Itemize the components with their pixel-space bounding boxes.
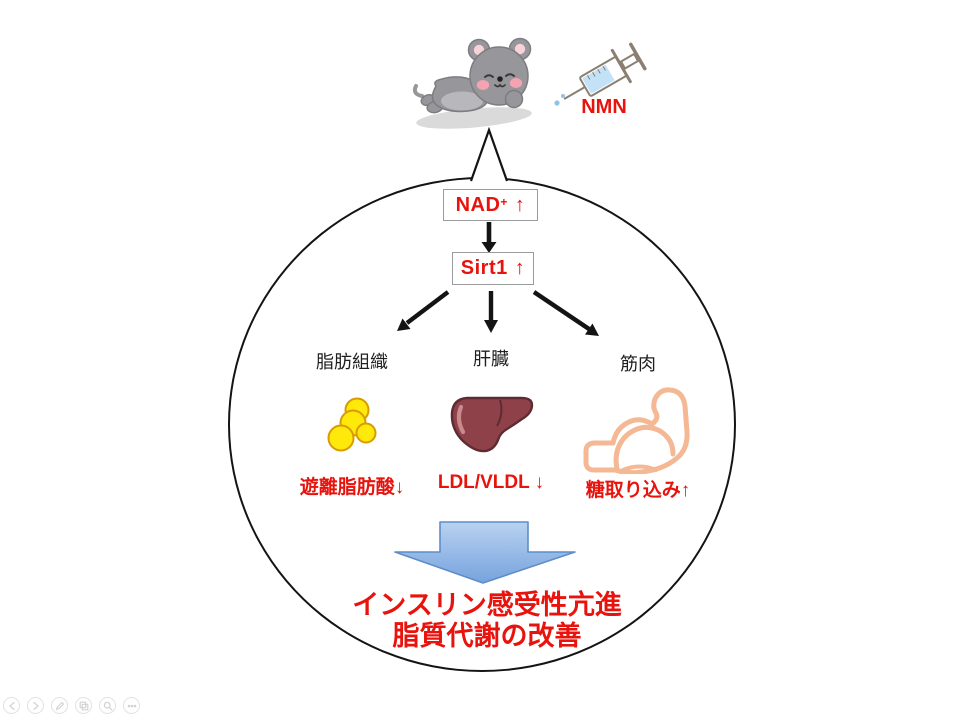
outcome-line1: インスリン感受性亢進 xyxy=(352,590,622,620)
syringe-icon xyxy=(554,42,647,106)
previous-icon xyxy=(8,701,15,710)
nmn-label: NMN xyxy=(581,96,627,118)
ellipsis-icon xyxy=(127,704,136,707)
branch-adipose: 脂肪組織 遊離脂肪酸↓ xyxy=(282,348,422,499)
more-options-button[interactable] xyxy=(123,697,140,714)
zoom-slide-button[interactable] xyxy=(99,697,116,714)
muscle-effect-label: 糖取り込み↑ xyxy=(585,480,691,501)
nad-label: NAD xyxy=(455,193,501,216)
nad-box: NAD+ ↑ xyxy=(443,189,538,221)
nad-up-arrow: ↑ xyxy=(514,193,526,216)
sirt1-up-arrow: ↑ xyxy=(514,257,526,279)
fat-cells-icon xyxy=(327,397,377,452)
nad-superscript: + xyxy=(500,195,508,209)
liver-icon xyxy=(450,396,534,453)
sleeping-mouse-icon xyxy=(412,37,532,129)
presenter-toolbar xyxy=(3,697,140,714)
liver-label: 肝臓 xyxy=(473,349,509,369)
liver-effect-label: LDL/VLDL ↓ xyxy=(437,472,545,493)
big-down-arrow xyxy=(394,521,576,584)
magnifier-icon xyxy=(103,701,113,711)
next-slide-button[interactable] xyxy=(27,697,44,714)
sirt1-box: Sirt1 ↑ xyxy=(452,252,534,285)
muscle-label: 筋肉 xyxy=(620,354,656,374)
branch-muscle: 筋肉 糖取り込み↑ xyxy=(568,350,708,502)
pen-tools-button[interactable] xyxy=(51,697,68,714)
adipose-label: 脂肪組織 xyxy=(316,352,388,372)
slides-grid-icon xyxy=(79,701,88,710)
see-all-slides-button[interactable] xyxy=(75,697,92,714)
callout-triangle xyxy=(469,126,509,182)
adipose-effect-label: 遊離脂肪酸↓ xyxy=(299,477,405,498)
muscle-icon xyxy=(583,387,690,474)
next-icon xyxy=(32,701,39,710)
branch-liver: 肝臓 LDL/VLDL ↓ xyxy=(421,345,561,494)
outcome-line2: 脂質代謝の改善 xyxy=(392,621,582,651)
pen-icon xyxy=(55,701,64,710)
previous-slide-button[interactable] xyxy=(3,697,20,714)
sirt1-label: Sirt1 xyxy=(460,257,508,279)
